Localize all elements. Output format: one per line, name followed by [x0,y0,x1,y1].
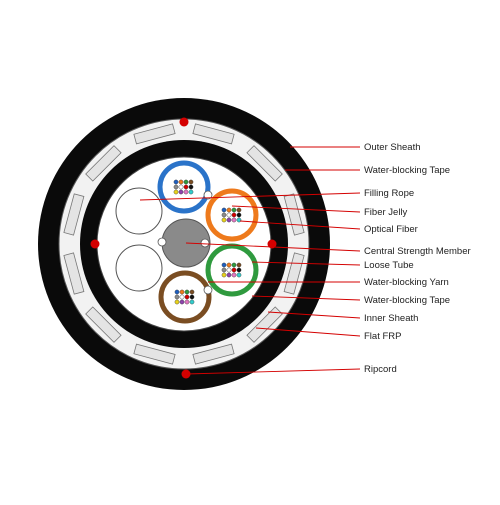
optical-fiber [231,212,237,218]
optical-fiber [221,267,227,273]
optical-fiber [189,299,195,305]
optical-fiber [179,289,185,295]
label-water-blocking-yarn: Water-blocking Yarn [364,277,449,288]
optical-fiber [236,262,242,268]
optical-fiber [231,272,237,278]
optical-fiber [184,289,190,295]
leader-optical-fiber [239,220,361,230]
water-blocking-yarn [203,190,213,200]
optical-fiber [173,184,179,190]
water-blocking-yarn [200,238,210,248]
leader-inner-sheath [267,311,361,319]
optical-fiber [231,217,237,223]
optical-fiber [231,207,237,213]
flat-frp [63,193,85,236]
leader-ripcord [185,368,361,375]
optical-fiber [236,272,242,278]
loose-tube-green [205,243,259,297]
label-flat-frp: Flat FRP [364,331,401,342]
label-water-blocking-tape-inner: Water-blocking Tape [364,295,450,306]
optical-fiber [226,212,232,218]
loose-tube-orange [205,188,259,242]
optical-fiber [236,212,242,218]
label-water-blocking-tape-outer: Water-blocking Tape [364,165,450,176]
optical-fiber [173,189,179,195]
label-loose-tube: Loose Tube [364,260,414,271]
optical-fiber [174,289,180,295]
optical-fiber [236,267,242,273]
optical-fiber [184,299,190,305]
flat-frp [246,145,283,182]
label-fiber-jelly: Fiber Jelly [364,207,408,218]
leader-central-strength-member [185,242,361,252]
optical-fiber [174,299,180,305]
loose-tube-brown [158,270,212,324]
leader-filling-rope [139,192,361,201]
water-blocking-yarn [157,237,167,247]
optical-fiber [183,179,189,185]
optical-fiber [179,294,185,300]
label-filling-rope: Filling Rope [364,188,414,199]
optical-fiber [183,189,189,195]
optical-fiber [226,207,232,213]
optical-fiber [226,262,232,268]
label-inner-sheath: Inner Sheath [364,313,418,324]
optical-fiber [226,217,232,223]
ripcord-left [90,239,100,249]
flat-frp [85,145,122,182]
optical-fiber [173,179,179,185]
optical-fiber [231,267,237,273]
optical-fiber [188,189,194,195]
label-optical-fiber: Optical Fiber [364,224,418,235]
optical-fiber [178,179,184,185]
optical-fiber [221,217,227,223]
optical-fiber [221,212,227,218]
optical-fiber [226,272,232,278]
optical-fiber [236,207,242,213]
optical-fiber [179,299,185,305]
ripcord-right [267,239,277,249]
optical-fiber [178,189,184,195]
optical-fiber [226,267,232,273]
water-blocking-yarn [203,285,213,295]
label-outer-sheath: Outer Sheath [364,142,421,153]
optical-fiber [221,207,227,213]
optical-fiber [221,262,227,268]
optical-fiber [188,179,194,185]
optical-fiber [174,294,180,300]
leader-water-blocking-tape-inner [251,295,361,301]
flat-frp [192,343,235,365]
flat-frp [192,123,235,145]
ripcord-top [179,117,189,127]
loose-tube-blue [157,160,211,214]
label-central-strength-member: Central Strength Member [364,246,471,257]
optical-fiber [189,289,195,295]
leader-loose-tube [251,261,361,266]
flat-frp [246,306,283,343]
filling-rope [115,187,163,235]
flat-frp [133,123,176,145]
optical-fiber [188,184,194,190]
label-ripcord: Ripcord [364,364,397,375]
optical-fiber [231,262,237,268]
filling-rope [115,244,163,292]
optical-fiber [178,184,184,190]
optical-fiber [183,184,189,190]
flat-frp [85,306,122,343]
leader-fiber-jelly [231,205,361,213]
optical-fiber [189,294,195,300]
leader-flat-frp [255,327,361,337]
optical-fiber [221,272,227,278]
flat-frp [63,252,85,295]
optical-fiber [184,294,190,300]
flat-frp [133,343,176,365]
